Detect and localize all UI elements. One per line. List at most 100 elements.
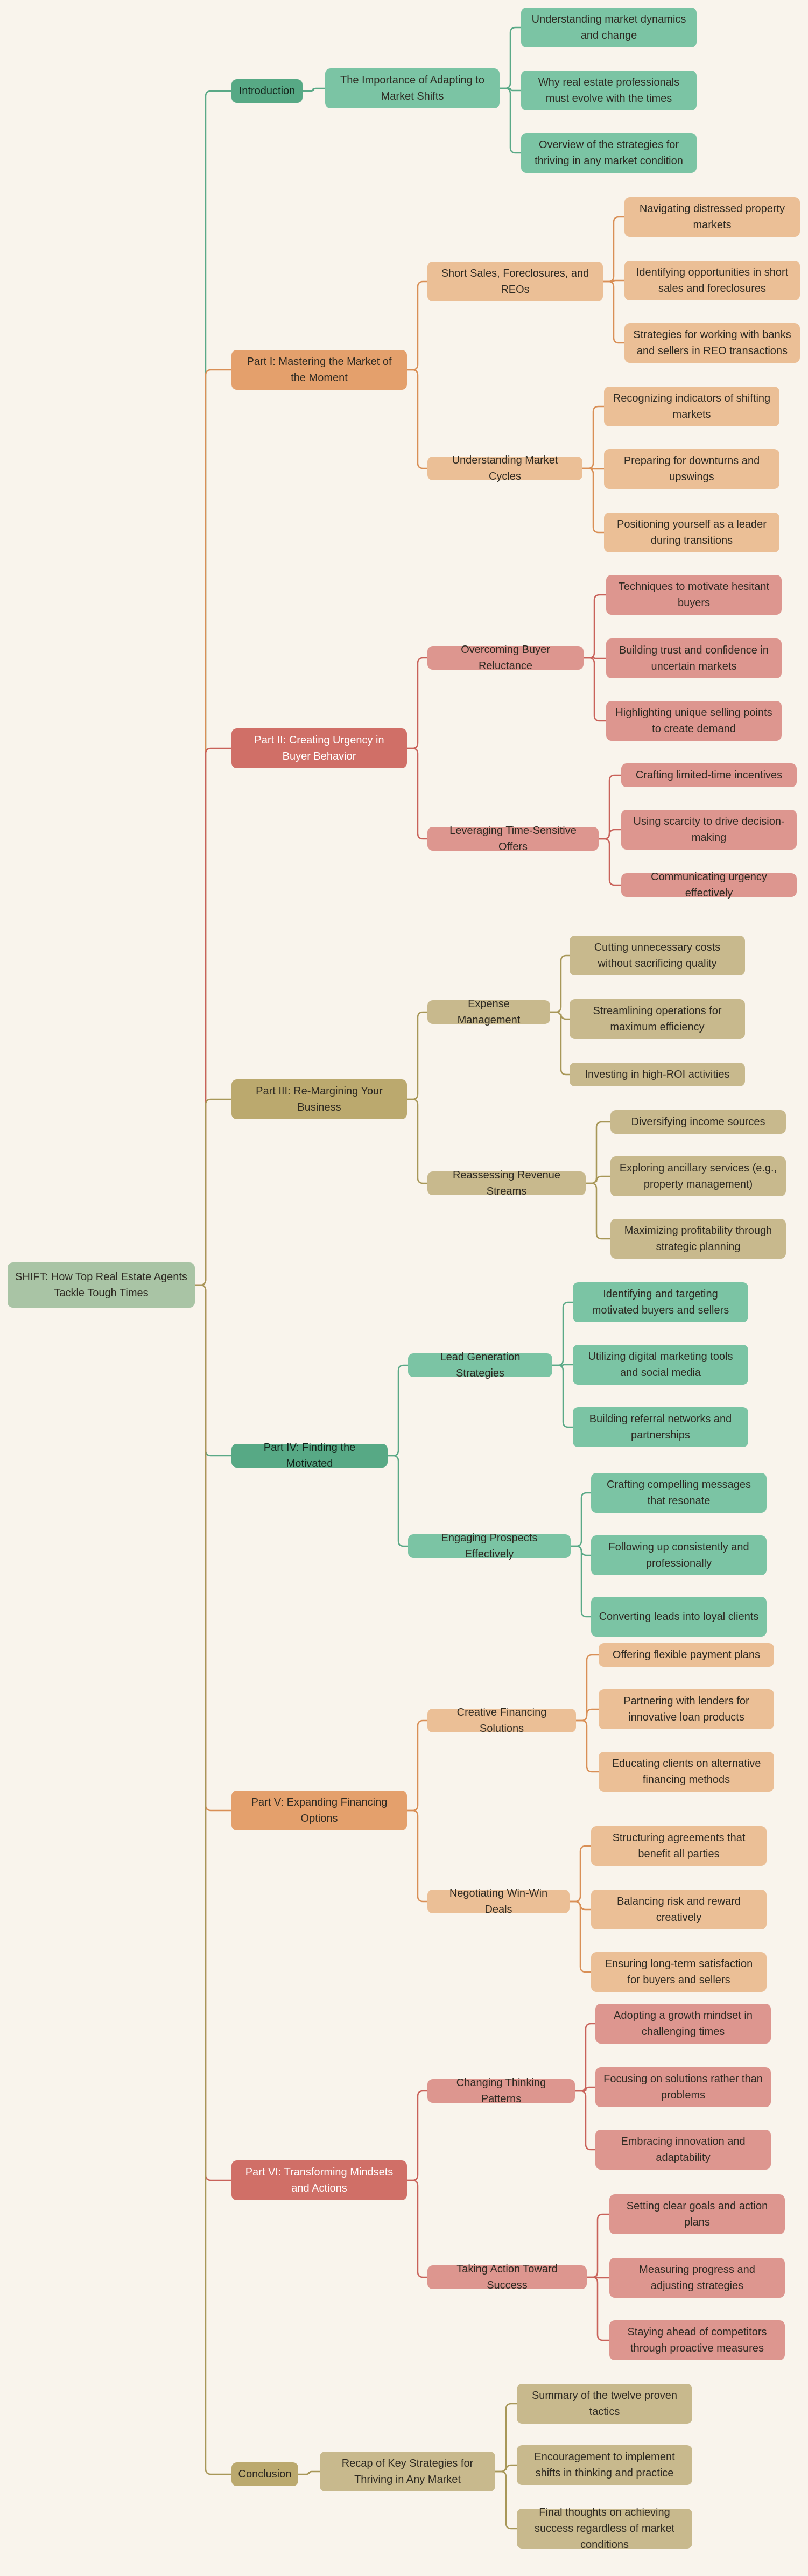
leaf-node-offering-flexible-payment-plans[interactable]: Offering flexible payment plans — [599, 1643, 774, 1667]
connector-to-measuring-progress-and-adjusting-strategies — [587, 2276, 609, 2279]
topic-node-short-sales-foreclosures-and-reos[interactable]: Short Sales, Foreclosures, and REOs — [427, 262, 603, 301]
connector-to-exploring-ancillary-services-e-g-property-manage — [586, 1175, 610, 1184]
connector-to-embracing-innovation-and-adaptability — [575, 2090, 595, 2151]
connector-to-navigating-distressed-property-markets — [603, 216, 624, 283]
topic-node-creative-financing-solutions[interactable]: Creative Financing Solutions — [427, 1707, 576, 1735]
leaf-node-summary-of-the-twelve-proven-tactics[interactable]: Summary of the twelve proven tactics — [517, 2384, 692, 2424]
leaf-node-streamlining-operations-for-maximum-efficiency[interactable]: Streamlining operations for maximum effi… — [570, 999, 745, 1039]
branch-node-part-vi-transforming-mindsets-and-actions[interactable]: Part VI: Transforming Mindsets and Actio… — [231, 2160, 407, 2200]
connector-to-strategies-for-working-with-banks-and-sellers-in — [603, 280, 624, 344]
leaf-node-following-up-consistently-and-professionally[interactable]: Following up consistently and profession… — [591, 1535, 767, 1575]
connector-root-to-part-v-expanding-financing-options — [195, 1284, 231, 1812]
leaf-node-identifying-and-targeting-motivated-buyers-and-s[interactable]: Identifying and targeting motivated buye… — [573, 1282, 748, 1322]
leaf-node-ensuring-long-term-satisfaction-for-buyers-and-s[interactable]: Ensuring long-term satisfaction for buye… — [591, 1952, 767, 1992]
leaf-node-educating-clients-on-alternative-financing-metho[interactable]: Educating clients on alternative financi… — [599, 1752, 774, 1792]
leaf-node-navigating-distressed-property-markets[interactable]: Navigating distressed property markets — [624, 197, 800, 237]
connector-to-reassessing-revenue-streams — [407, 1098, 427, 1184]
branch-node-introduction[interactable]: Introduction — [231, 79, 303, 103]
leaf-node-diversifying-income-sources[interactable]: Diversifying income sources — [610, 1110, 786, 1134]
leaf-node-crafting-limited-time-incentives[interactable]: Crafting limited-time incentives — [621, 763, 797, 787]
connector-to-investing-in-high-roi-activities — [550, 1011, 570, 1076]
leaf-node-measuring-progress-and-adjusting-strategies[interactable]: Measuring progress and adjusting strateg… — [609, 2258, 785, 2298]
connector-to-identifying-opportunities-in-short-sales-and-for — [603, 279, 624, 283]
leaf-node-building-referral-networks-and-partnerships[interactable]: Building referral networks and partnersh… — [573, 1407, 748, 1447]
connector-to-overview-of-the-strategies-for-thriving-in-any-m — [500, 87, 521, 154]
branch-node-conclusion[interactable]: Conclusion — [231, 2462, 298, 2486]
connector-to-lead-generation-strategies — [388, 1364, 408, 1457]
branch-node-part-ii-creating-urgency-in-buyer-behavior[interactable]: Part II: Creating Urgency in Buyer Behav… — [231, 728, 407, 768]
connector-to-identifying-and-targeting-motivated-buyers-and-s — [552, 1301, 573, 1366]
topic-node-reassessing-revenue-streams[interactable]: Reassessing Revenue Streams — [427, 1169, 586, 1197]
leaf-node-positioning-yourself-as-a-leader-during-transiti[interactable]: Positioning yourself as a leader during … — [604, 513, 779, 552]
connector-to-why-real-estate-professionals-must-evolve-with-t — [500, 87, 521, 92]
connector-root-to-part-iii-re-margining-your-business — [195, 1098, 231, 1286]
leaf-node-identifying-opportunities-in-short-sales-and-for[interactable]: Identifying opportunities in short sales… — [624, 261, 800, 300]
root-node[interactable]: SHIFT: How Top Real Estate Agents Tackle… — [8, 1262, 195, 1308]
leaf-node-crafting-compelling-messages-that-resonate[interactable]: Crafting compelling messages that resona… — [591, 1473, 767, 1513]
topic-node-recap-of-key-strategies-for-thriving-in-any-mark[interactable]: Recap of Key Strategies for Thriving in … — [320, 2452, 495, 2491]
connector-to-engaging-prospects-effectively — [388, 1455, 408, 1547]
connector-to-communicating-urgency-effectively — [599, 838, 621, 886]
leaf-node-exploring-ancillary-services-e-g-property-manage[interactable]: Exploring ancillary services (e.g., prop… — [610, 1156, 786, 1196]
leaf-node-focusing-on-solutions-rather-than-problems[interactable]: Focusing on solutions rather than proble… — [595, 2067, 771, 2107]
leaf-node-maximizing-profitability-through-strategic-plann[interactable]: Maximizing profitability through strateg… — [610, 1219, 786, 1259]
connector-root-to-part-vi-transforming-mindsets-and-actions — [195, 1284, 231, 2181]
topic-node-expense-management[interactable]: Expense Management — [427, 998, 550, 1026]
leaf-node-embracing-innovation-and-adaptability[interactable]: Embracing innovation and adaptability — [595, 2130, 771, 2170]
topic-node-overcoming-buyer-reluctance[interactable]: Overcoming Buyer Reluctance — [427, 644, 584, 672]
leaf-node-adopting-a-growth-mindset-in-challenging-times[interactable]: Adopting a growth mindset in challenging… — [595, 2004, 771, 2044]
leaf-node-building-trust-and-confidence-in-uncertain-marke[interactable]: Building trust and confidence in uncerta… — [606, 638, 782, 678]
branch-node-part-i-mastering-the-market-of-the-moment[interactable]: Part I: Mastering the Market of the Mome… — [231, 350, 407, 390]
connector-root-to-conclusion — [195, 1284, 231, 2475]
connector-root-to-part-ii-creating-urgency-in-buyer-behavior — [195, 747, 231, 1286]
topic-node-understanding-market-cycles[interactable]: Understanding Market Cycles — [427, 454, 582, 482]
leaf-node-partnering-with-lenders-for-innovative-loan-prod[interactable]: Partnering with lenders for innovative l… — [599, 1689, 774, 1729]
leaf-node-highlighting-unique-selling-points-to-create-dem[interactable]: Highlighting unique selling points to cr… — [606, 701, 782, 741]
leaf-node-techniques-to-motivate-hesitant-buyers[interactable]: Techniques to motivate hesitant buyers — [606, 575, 782, 615]
connector-to-final-thoughts-on-achieving-success-regardless-o — [495, 2470, 517, 2530]
connector-to-overcoming-buyer-reluctance — [407, 657, 427, 749]
leaf-node-investing-in-high-roi-activities[interactable]: Investing in high-ROI activities — [570, 1063, 745, 1086]
topic-node-taking-action-toward-success[interactable]: Taking Action Toward Success — [427, 2263, 587, 2291]
leaf-node-cutting-unnecessary-costs-without-sacrificing-qu[interactable]: Cutting unnecessary costs without sacrif… — [570, 936, 745, 975]
connector-to-taking-action-toward-success — [407, 2179, 427, 2278]
leaf-node-recognizing-indicators-of-shifting-markets[interactable]: Recognizing indicators of shifting marke… — [604, 387, 779, 426]
connector-to-short-sales-foreclosures-and-reos — [407, 280, 427, 371]
leaf-node-structuring-agreements-that-benefit-all-parties[interactable]: Structuring agreements that benefit all … — [591, 1826, 767, 1866]
connector-to-focusing-on-solutions-rather-than-problems — [575, 2086, 595, 2092]
leaf-node-overview-of-the-strategies-for-thriving-in-any-m[interactable]: Overview of the strategies for thriving … — [521, 133, 697, 173]
leaf-node-balancing-risk-and-reward-creatively[interactable]: Balancing risk and reward creatively — [591, 1890, 767, 1929]
leaf-node-utilizing-digital-marketing-tools-and-social-med[interactable]: Utilizing digital marketing tools and so… — [573, 1345, 748, 1385]
leaf-node-setting-clear-goals-and-action-plans[interactable]: Setting clear goals and action plans — [609, 2194, 785, 2234]
branch-node-part-v-expanding-financing-options[interactable]: Part V: Expanding Financing Options — [231, 1791, 407, 1830]
connector-to-setting-clear-goals-and-action-plans — [587, 2213, 609, 2278]
leaf-node-encouragement-to-implement-shifts-in-thinking-an[interactable]: Encouragement to implement shifts in thi… — [517, 2445, 692, 2485]
leaf-node-preparing-for-downturns-and-upswings[interactable]: Preparing for downturns and upswings — [604, 449, 779, 489]
topic-node-negotiating-win-win-deals[interactable]: Negotiating Win-Win Deals — [427, 1887, 570, 1915]
connector-to-educating-clients-on-alternative-financing-metho — [576, 1719, 599, 1773]
connector-to-recognizing-indicators-of-shifting-markets — [582, 405, 604, 469]
topic-node-the-importance-of-adapting-to-market-shifts[interactable]: The Importance of Adapting to Market Shi… — [325, 68, 500, 108]
branch-node-part-iii-re-margining-your-business[interactable]: Part III: Re-Margining Your Business — [231, 1079, 407, 1119]
topic-node-lead-generation-strategies[interactable]: Lead Generation Strategies — [408, 1351, 552, 1379]
leaf-node-communicating-urgency-effectively[interactable]: Communicating urgency effectively — [621, 871, 797, 899]
leaf-node-why-real-estate-professionals-must-evolve-with-t[interactable]: Why real estate professionals must evolv… — [521, 71, 697, 110]
leaf-node-staying-ahead-of-competitors-through-proactive-m[interactable]: Staying ahead of competitors through pro… — [609, 2320, 785, 2360]
connector-to-summary-of-the-twelve-proven-tactics — [495, 2403, 517, 2473]
connector-root-to-introduction — [195, 90, 231, 1286]
leaf-node-converting-leads-into-loyal-clients[interactable]: Converting leads into loyal clients — [591, 1597, 767, 1637]
leaf-node-final-thoughts-on-achieving-success-regardless-o[interactable]: Final thoughts on achieving success rega… — [517, 2507, 692, 2551]
topic-node-leveraging-time-sensitive-offers[interactable]: Leveraging Time-Sensitive Offers — [427, 825, 599, 853]
leaf-node-using-scarcity-to-drive-decision-making[interactable]: Using scarcity to drive decision-making — [621, 810, 797, 850]
leaf-node-strategies-for-working-with-banks-and-sellers-in[interactable]: Strategies for working with banks and se… — [624, 323, 800, 363]
topic-node-changing-thinking-patterns[interactable]: Changing Thinking Patterns — [427, 2077, 575, 2105]
connector-to-highlighting-unique-selling-points-to-create-dem — [584, 657, 606, 722]
connector-to-the-importance-of-adapting-to-market-shifts — [303, 87, 325, 92]
connector-to-building-referral-networks-and-partnerships — [552, 1364, 573, 1428]
branch-node-part-iv-finding-the-motivated[interactable]: Part IV: Finding the Motivated — [231, 1442, 388, 1470]
connector-to-using-scarcity-to-drive-decision-making — [599, 829, 621, 840]
topic-node-engaging-prospects-effectively[interactable]: Engaging Prospects Effectively — [408, 1532, 571, 1560]
leaf-node-understanding-market-dynamics-and-change[interactable]: Understanding market dynamics and change — [521, 8, 697, 47]
connector-to-adopting-a-growth-mindset-in-challenging-times — [575, 2023, 595, 2092]
connector-to-cutting-unnecessary-costs-without-sacrificing-qu — [550, 954, 570, 1013]
